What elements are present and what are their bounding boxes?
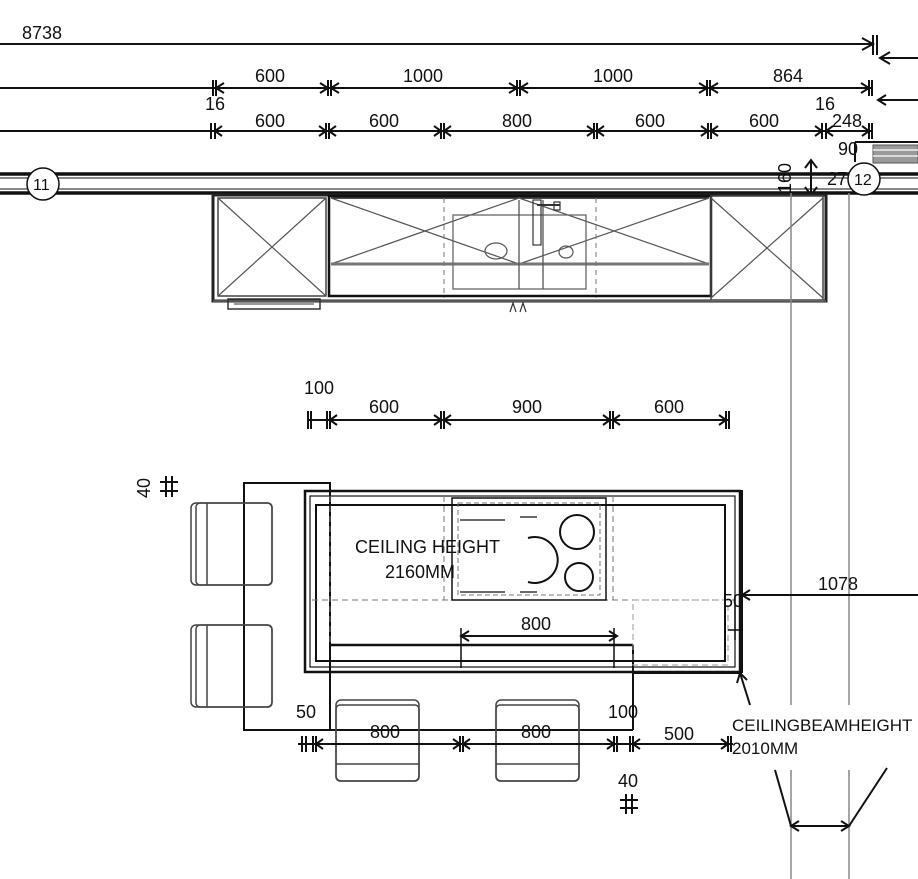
stool-left-top — [190, 502, 273, 586]
bottom-dim-40: 40 — [618, 771, 638, 791]
island-right-dim-1078: 1078 — [818, 574, 858, 594]
side-wall-lines — [774, 193, 888, 879]
island-dim-900: 900 — [512, 397, 542, 417]
wall-cabinet-run — [211, 193, 828, 313]
row2-dim-3: 800 — [502, 111, 532, 131]
bottom-dim-50: 50 — [296, 702, 316, 722]
ceiling-beam-height-value: 2010MM — [732, 739, 798, 758]
overall-dimension-line — [0, 35, 918, 65]
dimension-chain-row-1 — [0, 80, 918, 106]
island-top-dimension-chain — [307, 411, 730, 429]
row2-dim-5: 600 — [749, 111, 779, 131]
island-side-dim-40-label: 40 — [134, 478, 154, 498]
row2-dim-2: 600 — [369, 111, 399, 131]
island-right-dim-50: 50 — [723, 591, 743, 611]
ceiling-height-label: CEILING HEIGHT — [355, 537, 500, 557]
island-right-dims — [728, 589, 918, 706]
island-dim-100: 100 — [304, 378, 334, 398]
bottom-dim-500: 500 — [664, 724, 694, 744]
small-dim-27: 27 — [827, 169, 847, 189]
kitchen-island — [243, 482, 743, 731]
row2-dim-1: 600 — [255, 111, 285, 131]
row1-dim-2: 1000 — [403, 66, 443, 86]
bottom-dim-800-left: 800 — [370, 722, 400, 742]
row2-dim-4: 600 — [635, 111, 665, 131]
island-side-dim-40 — [160, 476, 178, 497]
grid-bubble-12-label: 12 — [854, 172, 872, 189]
cooktop — [451, 497, 607, 601]
island-inner-dim-800 — [459, 628, 619, 668]
island-dim-600-left: 600 — [369, 397, 399, 417]
small-dim-16-right: 16 — [815, 94, 835, 114]
grid-bubble-11: 11 — [26, 167, 60, 201]
grid-bubble-11-label: 11 — [33, 177, 50, 194]
grid-bubble-12: 12 — [847, 162, 881, 196]
island-dim-600-right: 600 — [654, 397, 684, 417]
small-dim-16-left: 16 — [205, 94, 225, 114]
stool-left-bottom — [190, 624, 273, 708]
row2-dim-6: 248 — [832, 111, 862, 131]
bottom-dim-800-right: 800 — [521, 722, 551, 742]
bottom-dim-100: 100 — [608, 702, 638, 722]
ceiling-height-value: 2160MM — [385, 562, 455, 582]
row1-dim-4: 864 — [773, 66, 803, 86]
small-dim-90: 90 — [838, 139, 858, 159]
overall-dimension-label: 8738 — [22, 23, 62, 43]
island-inner-dim-800-label: 800 — [521, 614, 551, 634]
row1-dim-1: 600 — [255, 66, 285, 86]
bottom-dimension-chain — [298, 736, 733, 814]
right-edge-details — [804, 141, 918, 197]
row1-dim-3: 1000 — [593, 66, 633, 86]
wall-grid-line — [0, 172, 918, 195]
ceiling-beam-height-label: CEILINGBEAMHEIGHT — [732, 716, 912, 735]
dimension-chain-row-2 — [0, 123, 873, 139]
